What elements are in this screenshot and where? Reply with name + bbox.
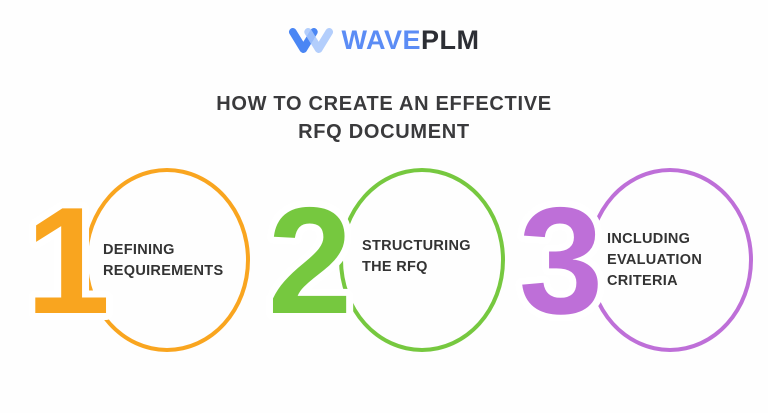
wave-logo-icon [289, 27, 334, 53]
step-2-label: STRUCTURING THE RFQ [362, 236, 522, 278]
svg-text:3: 3 [519, 176, 604, 346]
logo: WAVEPLM [0, 22, 768, 58]
step-label-line: STRUCTURING [362, 238, 471, 254]
step-1-number: 1 [19, 169, 118, 353]
title-line-2: RFQ DOCUMENT [298, 121, 470, 144]
logo-text-plm: PLM [421, 24, 480, 55]
step-3-label: INCLUDING EVALUATION CRITERIA [607, 229, 767, 292]
svg-text:2: 2 [268, 176, 353, 346]
step-3-number: 3 [512, 169, 611, 353]
step-label-line: REQUIREMENTS [103, 263, 224, 279]
page-title: HOW TO CREATE AN EFFECTIVE RFQ DOCUMENT [0, 90, 768, 146]
step-label-line: EVALUATION [607, 252, 703, 268]
step-3-circle [587, 168, 753, 352]
step-2-circle [339, 168, 505, 352]
step-2-number: 2 [261, 169, 360, 353]
logo-text-wave: WAVE [341, 24, 421, 55]
step-label-line: DEFINING [103, 242, 175, 258]
svg-text:1: 1 [26, 176, 111, 346]
step-label-line: THE RFQ [362, 259, 428, 275]
step-1-label: DEFINING REQUIREMENTS [103, 240, 263, 282]
logo-text: WAVEPLM [341, 24, 480, 55]
step-label-line: CRITERIA [607, 273, 678, 289]
step-label-line: INCLUDING [607, 231, 691, 247]
step-1-circle [84, 168, 250, 352]
title-line-1: HOW TO CREATE AN EFFECTIVE [216, 93, 552, 116]
